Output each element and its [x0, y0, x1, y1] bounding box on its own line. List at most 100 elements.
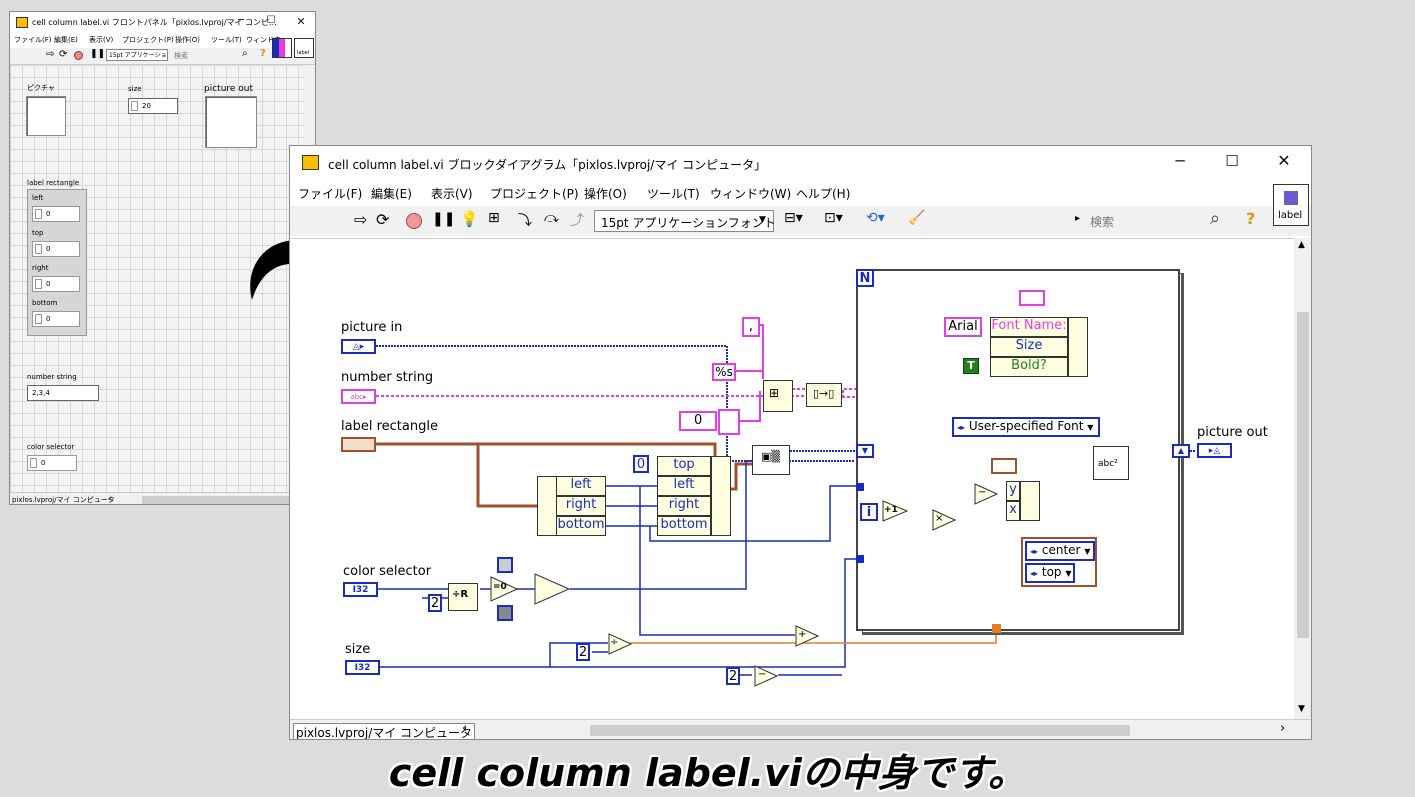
- color-const-bottom[interactable]: [497, 605, 513, 621]
- front-panel-hscroll-thumb[interactable]: [142, 496, 292, 504]
- menu-operate[interactable]: 操作(O): [584, 187, 627, 201]
- two-constant-b[interactable]: 2: [576, 643, 590, 661]
- search-icon[interactable]: ⌕: [242, 48, 248, 59]
- format-constant[interactable]: %s: [712, 363, 736, 381]
- divide-node[interactable]: [608, 633, 632, 655]
- bottom-control[interactable]: 0: [32, 311, 80, 327]
- scan-from-string-node[interactable]: ⊞: [763, 380, 793, 412]
- hscroll-left-icon[interactable]: ‹: [108, 494, 112, 503]
- color-const-top[interactable]: [497, 557, 513, 573]
- vi-icon[interactable]: label: [294, 38, 314, 58]
- close-icon[interactable]: ✕: [1277, 151, 1291, 170]
- bottom-value[interactable]: 0: [46, 315, 51, 323]
- divide-shape[interactable]: [608, 633, 632, 655]
- multiply-shape[interactable]: [932, 509, 956, 531]
- add-shape[interactable]: [795, 625, 819, 647]
- right-stepper-icon[interactable]: [35, 279, 42, 289]
- draw-text-node[interactable]: abc²: [1093, 446, 1129, 480]
- subtract-node[interactable]: [754, 665, 778, 687]
- picture-constant-mid[interactable]: [991, 458, 1017, 474]
- step-over-icon[interactable]: ⤼: [544, 210, 559, 226]
- vi-icon[interactable]: label: [1273, 184, 1309, 226]
- empty-string-constant[interactable]: [718, 409, 740, 435]
- connector-pane-icon[interactable]: [272, 38, 292, 58]
- run-arrow-icon[interactable]: ⇨: [46, 49, 55, 60]
- add-node[interactable]: [795, 625, 819, 647]
- multiply-node[interactable]: [932, 509, 956, 531]
- distribute-objects-icon[interactable]: ⊡▾: [824, 210, 843, 226]
- center-enum[interactable]: ◂▸ center ▼: [1025, 541, 1095, 561]
- minimize-icon[interactable]: ─: [1175, 152, 1185, 170]
- picture-subvi-node[interactable]: ▣▒: [752, 445, 790, 475]
- menu-view[interactable]: 表示(V): [431, 187, 473, 201]
- scroll-down-icon[interactable]: ▼: [1298, 704, 1305, 714]
- menu-window[interactable]: ウィンドウ: [246, 36, 281, 44]
- loop-count-terminal[interactable]: N: [856, 269, 874, 287]
- retain-wire-values-icon[interactable]: ⊞: [488, 210, 500, 226]
- point-bundle-node[interactable]: [1020, 481, 1040, 521]
- search-expand-icon[interactable]: ▸: [1075, 213, 1081, 224]
- help-icon[interactable]: ?: [1246, 209, 1256, 228]
- top-enum[interactable]: ◂▸ top ▼: [1025, 563, 1075, 583]
- search-input[interactable]: 検索: [174, 52, 188, 60]
- menu-edit[interactable]: 編集(E): [54, 36, 78, 44]
- equal-zero-node[interactable]: [490, 576, 518, 602]
- search-icon[interactable]: ⌕: [1210, 208, 1221, 229]
- menu-operate[interactable]: 操作(O): [175, 36, 200, 44]
- step-into-icon[interactable]: ⤵: [518, 213, 532, 229]
- shift-register-right[interactable]: ▲: [1172, 444, 1190, 458]
- abort-icon[interactable]: [74, 51, 83, 60]
- number-string-value[interactable]: 2,3,4: [32, 389, 50, 397]
- two-constant-c[interactable]: 2: [726, 667, 740, 685]
- align-objects-icon[interactable]: ⊟▾: [784, 210, 803, 226]
- number-string-control[interactable]: 2,3,4: [27, 385, 99, 401]
- hscroll-left-icon[interactable]: ‹: [462, 721, 468, 736]
- color-selector-terminal[interactable]: I32: [343, 582, 378, 597]
- right-control[interactable]: 0: [32, 276, 80, 292]
- top-control[interactable]: 0: [32, 241, 80, 257]
- step-out-icon[interactable]: ⤴: [570, 213, 584, 229]
- loop-subtract-node[interactable]: [974, 483, 998, 505]
- increment-shape[interactable]: [882, 500, 908, 522]
- menu-file[interactable]: ファイル(F): [14, 36, 52, 44]
- maximize-icon[interactable]: ☐: [1225, 152, 1239, 170]
- top-value[interactable]: 0: [46, 245, 51, 253]
- picture-constant-top[interactable]: [1019, 290, 1045, 306]
- arial-constant[interactable]: Arial: [944, 317, 982, 337]
- search-input[interactable]: 検索: [1090, 215, 1115, 229]
- minimize-icon[interactable]: ─: [237, 15, 245, 26]
- two-constant-a[interactable]: 2: [428, 594, 442, 612]
- menu-view[interactable]: 表示(V): [89, 36, 114, 44]
- comma-constant[interactable]: ,: [742, 317, 760, 337]
- menu-tools[interactable]: ツール(T): [211, 36, 242, 44]
- vscroll-thumb[interactable]: [1297, 312, 1309, 638]
- right-value[interactable]: 0: [46, 280, 51, 288]
- zero-constant[interactable]: 0: [633, 455, 649, 473]
- maximize-icon[interactable]: ☐: [266, 15, 276, 26]
- menu-file[interactable]: ファイル(F): [298, 187, 363, 201]
- abort-icon[interactable]: [406, 213, 422, 229]
- highlight-execution-icon[interactable]: 💡: [460, 210, 479, 228]
- clean-up-diagram-icon[interactable]: 🧹: [908, 210, 926, 226]
- font-bundle-node[interactable]: [1068, 317, 1088, 377]
- left-control[interactable]: 0: [32, 206, 80, 222]
- true-constant[interactable]: T: [963, 358, 979, 374]
- hscroll-right-icon[interactable]: ›: [1280, 721, 1286, 736]
- menu-project[interactable]: プロジェクト(P): [490, 187, 579, 201]
- left-value[interactable]: 0: [46, 210, 51, 218]
- scroll-up-icon[interactable]: ▲: [1298, 240, 1305, 250]
- color-selector-value[interactable]: 0: [41, 459, 46, 467]
- run-arrow-icon[interactable]: ⇨: [354, 210, 368, 229]
- menu-project[interactable]: プロジェクト(P): [122, 36, 174, 44]
- loop-subtract-shape[interactable]: [974, 483, 998, 505]
- number-string-terminal[interactable]: abc▸: [341, 389, 376, 404]
- color-selector-stepper-icon[interactable]: [30, 458, 37, 468]
- unbundle-by-name-node[interactable]: [537, 476, 557, 536]
- font-dropdown[interactable]: 15pt アプリケーショ: [106, 49, 168, 61]
- zero-index-constant[interactable]: 0: [679, 411, 717, 431]
- menu-window[interactable]: ウィンドウ(W): [710, 187, 792, 201]
- run-continuous-icon[interactable]: ⟳: [376, 210, 390, 229]
- pause-icon[interactable]: ❚❚: [432, 211, 456, 227]
- close-icon[interactable]: ✕: [296, 15, 306, 28]
- top-stepper-icon[interactable]: [35, 244, 42, 254]
